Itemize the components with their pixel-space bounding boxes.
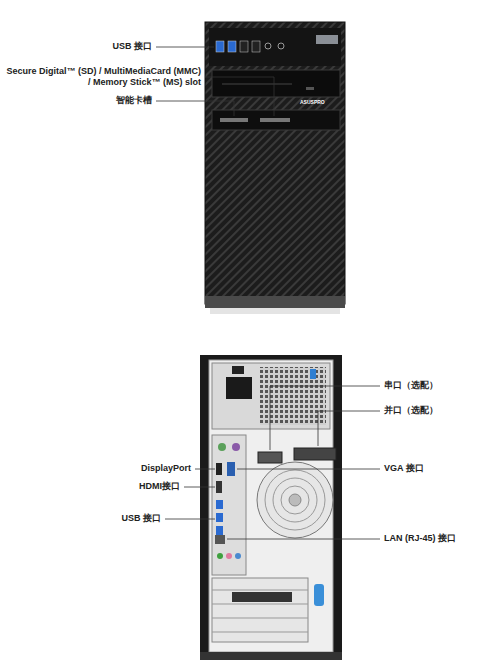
back-foot xyxy=(200,652,342,660)
power-socket xyxy=(226,377,252,399)
slot-line xyxy=(212,590,308,591)
usb-port xyxy=(216,500,223,509)
front-case xyxy=(205,22,345,304)
slot-label: 智能卡槽 xyxy=(116,95,152,106)
leader-line xyxy=(237,469,380,470)
case-fan xyxy=(273,478,317,522)
port-label: LAN (RJ-45) 接口 xyxy=(384,533,456,544)
displayport xyxy=(216,463,222,475)
lan-port xyxy=(215,535,225,544)
drive-slot xyxy=(222,84,292,85)
slot-line xyxy=(212,618,308,619)
brand-logo: ASUSPRO xyxy=(300,99,325,105)
leader-line xyxy=(227,539,380,540)
card-reader-panel xyxy=(212,110,340,130)
eject-button xyxy=(306,87,314,90)
parallel-port xyxy=(294,448,336,460)
case-fan xyxy=(281,486,309,514)
smart-card-slot xyxy=(220,118,248,122)
port-label: DisplayPort xyxy=(141,463,191,474)
latch xyxy=(314,584,324,606)
usb-port xyxy=(252,41,260,52)
front-foot xyxy=(205,296,345,308)
audio-jack xyxy=(217,553,223,559)
leader-line xyxy=(156,101,234,116)
slot-label: Secure Digital™ (SD) / MultiMediaCard (M… xyxy=(2,66,201,88)
usb-port xyxy=(216,513,223,522)
power-button xyxy=(316,35,338,44)
port-label: 串口（选配） xyxy=(384,380,438,391)
serial-port xyxy=(258,452,282,463)
leader-line xyxy=(205,77,274,116)
power-switch xyxy=(232,366,244,374)
leader-line xyxy=(184,487,215,488)
port-label: VGA 接口 xyxy=(384,463,424,474)
vga-port xyxy=(227,462,235,476)
port-label: HDMI接口 xyxy=(139,481,180,492)
expansion-card xyxy=(232,592,292,602)
audio-jack xyxy=(278,43,284,49)
leader-line xyxy=(195,469,215,470)
leader-line xyxy=(156,47,214,48)
front-top-panel xyxy=(209,28,341,66)
expansion-slots xyxy=(212,578,308,642)
audio-jack xyxy=(265,43,271,49)
case-fan xyxy=(257,462,333,538)
optical-drive xyxy=(212,70,340,97)
port-label: 并口（选配） xyxy=(384,405,438,416)
slot-line xyxy=(212,604,308,605)
shadow xyxy=(210,308,340,314)
ps2-port xyxy=(218,443,226,451)
psu-detail xyxy=(310,369,316,379)
leader-line xyxy=(318,411,380,446)
leader-line xyxy=(270,386,380,450)
case-fan xyxy=(265,470,325,530)
audio-jack xyxy=(226,553,232,559)
port-label: USB 接口 xyxy=(121,513,161,524)
audio-jack xyxy=(235,553,241,559)
usb-port xyxy=(228,41,236,52)
power-supply xyxy=(212,363,330,429)
sd-slot xyxy=(260,118,290,122)
leader-line xyxy=(165,519,215,520)
hdmi-port xyxy=(216,481,222,493)
io-shield xyxy=(212,435,246,575)
back-case xyxy=(200,355,342,657)
back-panel xyxy=(209,360,333,652)
slot-line xyxy=(212,632,308,633)
ps2-port xyxy=(232,443,240,451)
port-label: USB 接口 xyxy=(112,41,152,52)
case-fan xyxy=(289,494,301,506)
usb-port xyxy=(216,526,223,535)
usb-port xyxy=(240,41,248,52)
usb-port xyxy=(216,41,224,52)
